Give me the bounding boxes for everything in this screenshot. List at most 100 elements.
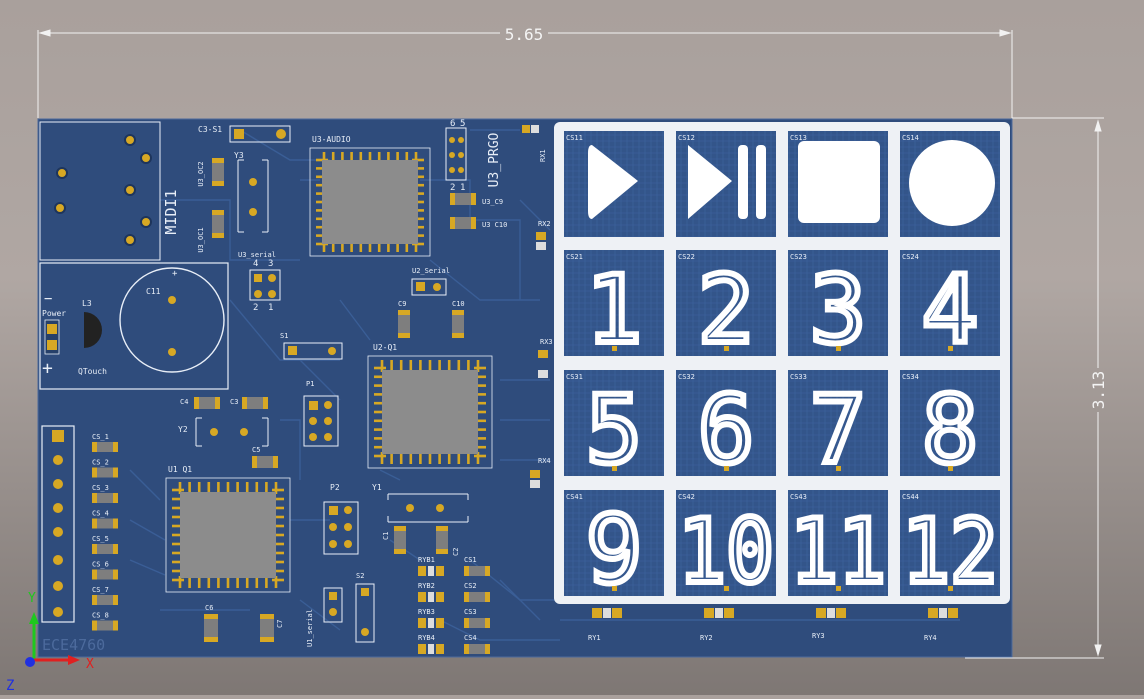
c3s1-label: C3-S1 [198, 125, 222, 134]
rx1-label: RX1 [539, 149, 547, 162]
u3-prgo-label: U3_PRGO [487, 132, 502, 187]
axis-z-label: Z [6, 678, 14, 694]
key-via [612, 466, 617, 471]
u1-serial-pad-1 [329, 592, 337, 600]
rx2-label: RX2 [538, 220, 551, 228]
axis-x-label: X [86, 657, 94, 672]
u3-serial-label: U3_serial [238, 251, 276, 259]
c10-cap [452, 310, 464, 338]
skip-forward-icon [688, 145, 766, 219]
u1-q1-label: U1 Q1 [168, 465, 192, 474]
s1-pad-1 [288, 346, 297, 355]
key-pad-label: CS12 [678, 134, 695, 142]
key-pad-cs14[interactable]: CS14 [900, 131, 1000, 237]
header-num-1: 1 [460, 183, 465, 193]
serial-num-4: 4 [253, 259, 258, 269]
height-dimension [965, 117, 1104, 659]
ryb1-label: RYB1 [418, 556, 435, 564]
key-pad-label: CS42 [678, 493, 695, 501]
key-pad-cs13[interactable]: CS13 [788, 131, 888, 237]
key-pad-label: CS34 [902, 373, 919, 381]
u3-audio-label: U3-AUDIO [312, 135, 351, 144]
u3-audio-chip [309, 147, 431, 257]
record-icon [909, 140, 995, 226]
u3-prgo-header [445, 127, 467, 181]
cs-label: CS_1 [92, 433, 109, 441]
rx3-label: RX3 [540, 338, 553, 346]
rx4-label: RX4 [538, 457, 551, 465]
key-pad-label: CS43 [790, 493, 807, 501]
c11-pad-1 [168, 296, 176, 304]
u1-q1-chip [165, 477, 291, 593]
keypad-panel [554, 122, 1010, 604]
ry-resistors [592, 608, 958, 618]
u3-serial-pads [254, 274, 276, 298]
cs4-part [464, 644, 490, 654]
cs-label: CS_6 [92, 561, 109, 569]
cs3-label: CS3 [464, 608, 477, 616]
ry2-label: RY2 [700, 634, 713, 642]
c3-label: C3 [230, 398, 238, 406]
y3-pad-2 [249, 208, 257, 216]
p2-label: P2 [330, 483, 340, 492]
key-via [948, 586, 953, 591]
key-pad-label: CS21 [566, 253, 583, 261]
u1-serial-pad-2 [329, 608, 337, 616]
axis-triad [25, 612, 80, 667]
u3-c9-label: U3_C9 [482, 198, 503, 206]
u3-oc2-cap [212, 158, 224, 186]
key-pad-label: CS41 [566, 493, 583, 501]
c11-polarity: + [172, 269, 178, 279]
cs1-part [464, 566, 490, 576]
c2-cap [436, 526, 448, 554]
stop-icon [798, 141, 880, 223]
cs-label: CS_7 [92, 586, 109, 594]
p1-pads [309, 401, 332, 441]
power-pad-1 [47, 324, 57, 334]
key-via [836, 466, 841, 471]
ryb3-label: RYB3 [418, 608, 435, 616]
s2-label: S2 [356, 572, 364, 580]
width-dimension [37, 29, 1013, 118]
u3-c10-label: U3 C10 [482, 221, 507, 229]
key-via [724, 466, 729, 471]
serial-num-3: 3 [268, 259, 273, 269]
left-connector-pads [52, 430, 64, 617]
play-icon [588, 145, 638, 219]
plus-sign: + [42, 358, 53, 379]
cs2-part [464, 592, 490, 602]
c3s1-pad-1 [234, 129, 244, 139]
midi-pads [54, 134, 152, 246]
u3-oc1-cap [212, 210, 224, 238]
key-pad-label: CS13 [790, 134, 807, 142]
board-label: ECE4760 [42, 636, 105, 654]
key-via [836, 346, 841, 351]
c4-cap [194, 397, 220, 409]
key-pad-cs12[interactable]: CS12 [676, 131, 776, 237]
key-via [948, 346, 953, 351]
p1-label: P1 [306, 380, 314, 388]
u2-q1-label: U2-Q1 [373, 343, 397, 352]
key-pad-label: CS11 [566, 134, 583, 142]
left-connector [41, 425, 75, 623]
y1-pad-1 [406, 504, 414, 512]
c11-pad-2 [168, 348, 176, 356]
key-pad-cs11[interactable]: CS11 [564, 131, 664, 237]
key-via [836, 586, 841, 591]
c11-outline [119, 267, 225, 373]
ryb4-label: RYB4 [418, 634, 435, 642]
qtouch-outline [39, 262, 229, 390]
